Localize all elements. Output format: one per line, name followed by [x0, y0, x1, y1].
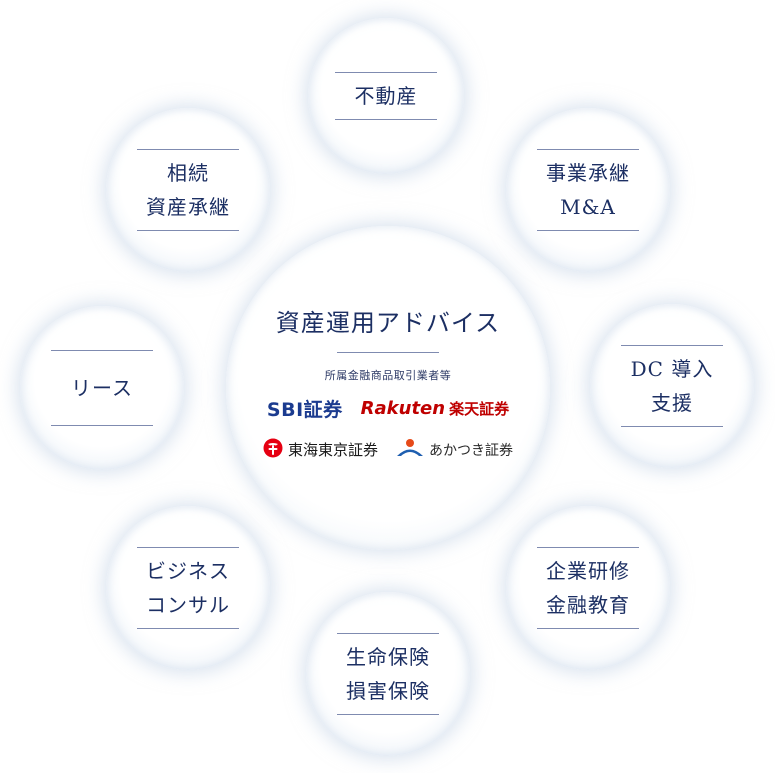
divider-bottom	[51, 425, 153, 426]
center-subtitle: 所属金融商品取引業者等	[324, 368, 452, 382]
center-title: 資産運用アドバイス	[275, 308, 501, 337]
divider-bottom	[537, 628, 639, 629]
service-label: 事業承継 M&A	[546, 161, 630, 219]
divider-top	[537, 547, 639, 548]
brand-row-top: SBI証券 Rakuten 楽天証券	[238, 395, 538, 422]
divider-bottom	[337, 714, 439, 715]
center-divider	[337, 351, 439, 353]
service-label: DC 導入 支援	[630, 357, 714, 415]
divider-top	[621, 345, 723, 346]
divider-bottom	[137, 628, 239, 629]
service-circle-business-succession[interactable]: 事業承継 M&A	[506, 108, 670, 272]
service-circle-training[interactable]: 企業研修 金融教育	[506, 506, 670, 670]
akatsuki-logo-icon	[396, 438, 424, 462]
service-label: 相続 資産承継	[146, 161, 230, 219]
divider-bottom	[335, 119, 437, 120]
divider-top	[537, 149, 639, 150]
divider-top	[335, 72, 437, 73]
brand-tokai[interactable]: 東海東京証券	[263, 438, 378, 462]
brand-akatsuki-name: あかつき証券	[429, 442, 513, 459]
brand-akatsuki[interactable]: あかつき証券	[396, 438, 513, 462]
service-label: 企業研修 金融教育	[546, 559, 630, 617]
brand-row-bottom: 東海東京証券 あかつき証券	[238, 438, 538, 462]
divider-top	[137, 149, 239, 150]
service-circle-insurance[interactable]: 生命保険 損害保険	[306, 592, 470, 756]
divider-bottom	[537, 230, 639, 231]
divider-top	[137, 547, 239, 548]
divider-bottom	[137, 230, 239, 231]
divider-bottom	[621, 426, 723, 427]
service-circle-lease[interactable]: リース	[20, 306, 184, 470]
service-circle-business-consulting[interactable]: ビジネス コンサル	[106, 506, 270, 670]
brand-rakuten-wordmark: Rakuten	[360, 397, 446, 419]
service-label: ビジネス コンサル	[146, 559, 230, 617]
center-circle-asset-management[interactable]: 資産運用アドバイス 所属金融商品取引業者等 SBI証券 Rakuten 楽天証券	[226, 226, 550, 550]
service-label: 生命保険 損害保険	[346, 645, 430, 703]
service-circle-real-estate[interactable]: 不動産	[308, 18, 464, 174]
tokai-logo-icon	[263, 438, 283, 462]
service-label: リース	[71, 376, 133, 400]
brand-sbi[interactable]: SBI証券	[266, 398, 343, 421]
service-label: 不動産	[354, 84, 418, 108]
divider-top	[337, 633, 439, 634]
divider-top	[51, 350, 153, 351]
service-circle-inheritance[interactable]: 相続 資産承継	[106, 108, 270, 272]
brand-tokai-name: 東海東京証券	[287, 441, 378, 459]
brand-rakuten[interactable]: Rakuten 楽天証券	[361, 398, 509, 419]
brand-rakuten-name: 楽天証券	[449, 399, 510, 418]
service-circle-dc[interactable]: DC 導入 支援	[590, 304, 754, 468]
